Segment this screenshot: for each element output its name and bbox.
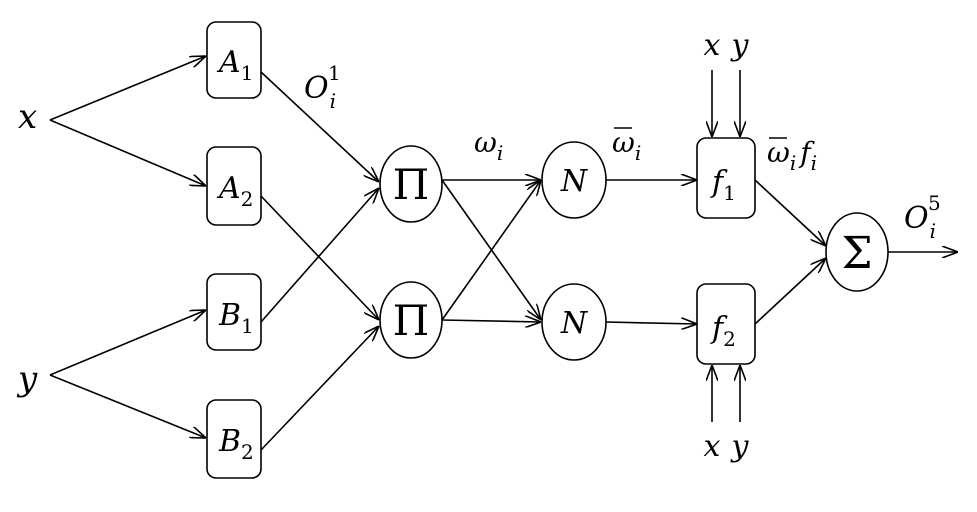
node-product-1: Π — [379, 145, 443, 223]
node-product-2: Π — [379, 281, 443, 359]
label-o1: Oi1 — [304, 61, 341, 113]
node-a1: A1 — [206, 21, 262, 99]
node-sum: Σ — [825, 212, 889, 292]
svg-text:Π: Π — [393, 296, 430, 345]
label-o5: Oi5 — [904, 191, 941, 243]
label-omega: ωi — [474, 126, 503, 165]
layer2-edges — [441, 180, 541, 322]
node-a2: A2 — [206, 146, 262, 226]
node-b1: B1 — [206, 273, 262, 351]
svg-text:B2: B2 — [218, 424, 254, 464]
node-norm-1: N — [541, 141, 607, 219]
svg-text:Π: Π — [393, 160, 430, 209]
layer1-edges — [260, 71, 379, 451]
input-x-label: x — [18, 97, 37, 137]
svg-text:A2: A2 — [216, 171, 253, 211]
node-f1: f1 — [696, 137, 756, 219]
node-b2: B2 — [206, 399, 262, 479]
input-y-label: y — [16, 359, 38, 399]
f1-xy-inputs: x y — [704, 28, 750, 137]
node-f2: f2 — [696, 283, 756, 365]
svg-text:y: y — [730, 429, 750, 464]
input-edges — [49, 56, 206, 438]
layer4-edges — [754, 179, 826, 325]
layer3-edges — [605, 180, 697, 324]
svg-text:x: x — [704, 28, 721, 63]
svg-text:Σ: Σ — [841, 228, 872, 279]
svg-text:N: N — [560, 164, 589, 199]
f2-xy-inputs: x y — [704, 365, 750, 464]
svg-text:y: y — [730, 28, 750, 63]
svg-text:B1: B1 — [218, 298, 254, 338]
svg-text:x: x — [704, 429, 721, 464]
svg-text:ωi: ωi — [612, 126, 641, 165]
node-norm-2: N — [541, 283, 607, 361]
svg-text:A1: A1 — [216, 45, 253, 85]
label-omega-bar: ωi — [612, 126, 641, 165]
svg-text:N: N — [560, 306, 589, 341]
